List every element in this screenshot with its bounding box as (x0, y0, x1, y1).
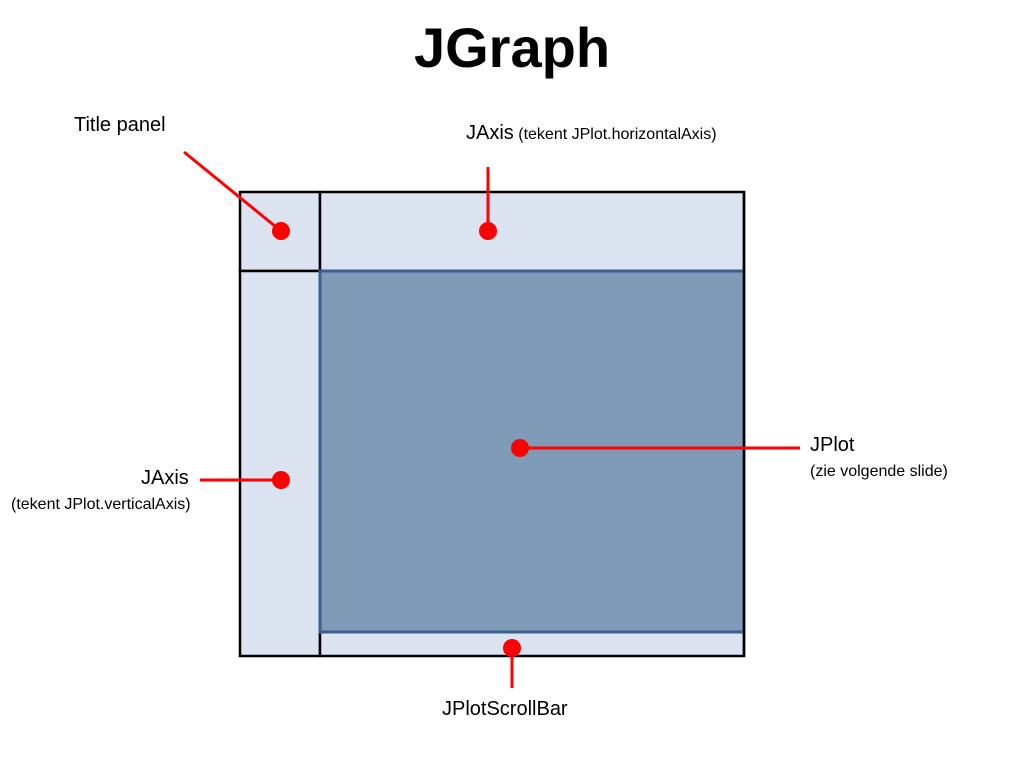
callout-dot-scrollbar (503, 639, 521, 657)
slide-title: JGraph (413, 16, 611, 79)
callout-line-title-panel (183, 150, 282, 233)
callout-dot-title-panel (272, 222, 290, 240)
label-horizontal-axis-name: JAxis (466, 122, 514, 144)
label-title-panel: Title panel (74, 114, 166, 136)
label-vertical-axis-note: (tekent JPlot.verticalAxis) (11, 496, 191, 513)
plot-region (318, 269, 746, 634)
horizontal-axis-region (318, 190, 746, 273)
label-horizontal-axis-note: (tekent JPlot.horizontalAxis) (518, 126, 717, 143)
vertical-axis-region (238, 269, 322, 658)
scrollbar-region (318, 630, 746, 658)
callout-dot-jplot (511, 439, 529, 457)
label-jplot-name: JPlot (810, 434, 855, 456)
callout-dot-vertical-axis (272, 471, 290, 489)
label-scrollbar: JPlotScrollBar (442, 698, 568, 720)
callout-dot-horizontal-axis (479, 222, 497, 240)
label-horizontal-axis: JAxis (tekent JPlot.horizontalAxis) (466, 121, 717, 145)
label-jplot-note: (zie volgende slide) (810, 463, 948, 480)
label-vertical-axis-name: JAxis (141, 467, 189, 489)
